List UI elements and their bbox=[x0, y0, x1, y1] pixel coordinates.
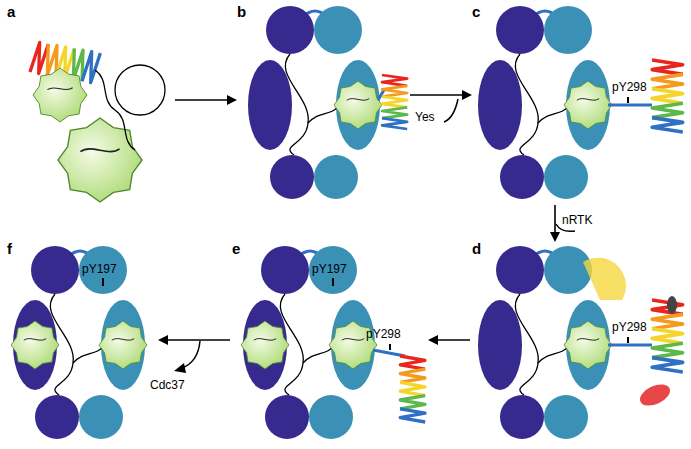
panel-letter: c bbox=[472, 3, 480, 21]
side-arrows bbox=[174, 99, 575, 373]
panel-letter: f bbox=[7, 240, 12, 258]
step-arrow bbox=[430, 339, 470, 341]
annotation-label: pY197 bbox=[82, 262, 117, 276]
annotation-label: nRTK bbox=[562, 213, 592, 227]
annotation-label: Cdc37 bbox=[150, 378, 185, 392]
panel-letter: d bbox=[472, 240, 481, 258]
annotation-label: pY298 bbox=[366, 327, 401, 341]
panel-f-art bbox=[11, 246, 147, 439]
panel-letter: e bbox=[232, 240, 240, 258]
panel: d bbox=[470, 240, 688, 446]
panel-b-art bbox=[248, 6, 407, 199]
annotation-label: pY197 bbox=[312, 262, 347, 276]
step-arrow bbox=[554, 205, 556, 240]
panel-c-art bbox=[478, 6, 683, 199]
step-arrow bbox=[410, 94, 470, 96]
annotation-label: pY298 bbox=[612, 320, 647, 334]
panel-e-art bbox=[241, 246, 425, 439]
panel: a bbox=[5, 3, 175, 203]
panel: b bbox=[235, 3, 410, 203]
annotation-label: Yes bbox=[415, 110, 435, 124]
step-arrow bbox=[175, 99, 235, 101]
annotation-label: pY298 bbox=[612, 80, 647, 94]
panel-d-art bbox=[478, 246, 683, 439]
panel-letter: a bbox=[7, 3, 15, 21]
panel: c bbox=[470, 3, 688, 205]
panel-letter: b bbox=[237, 3, 246, 21]
step-arrow bbox=[160, 339, 230, 341]
panel-a-art bbox=[30, 42, 165, 202]
